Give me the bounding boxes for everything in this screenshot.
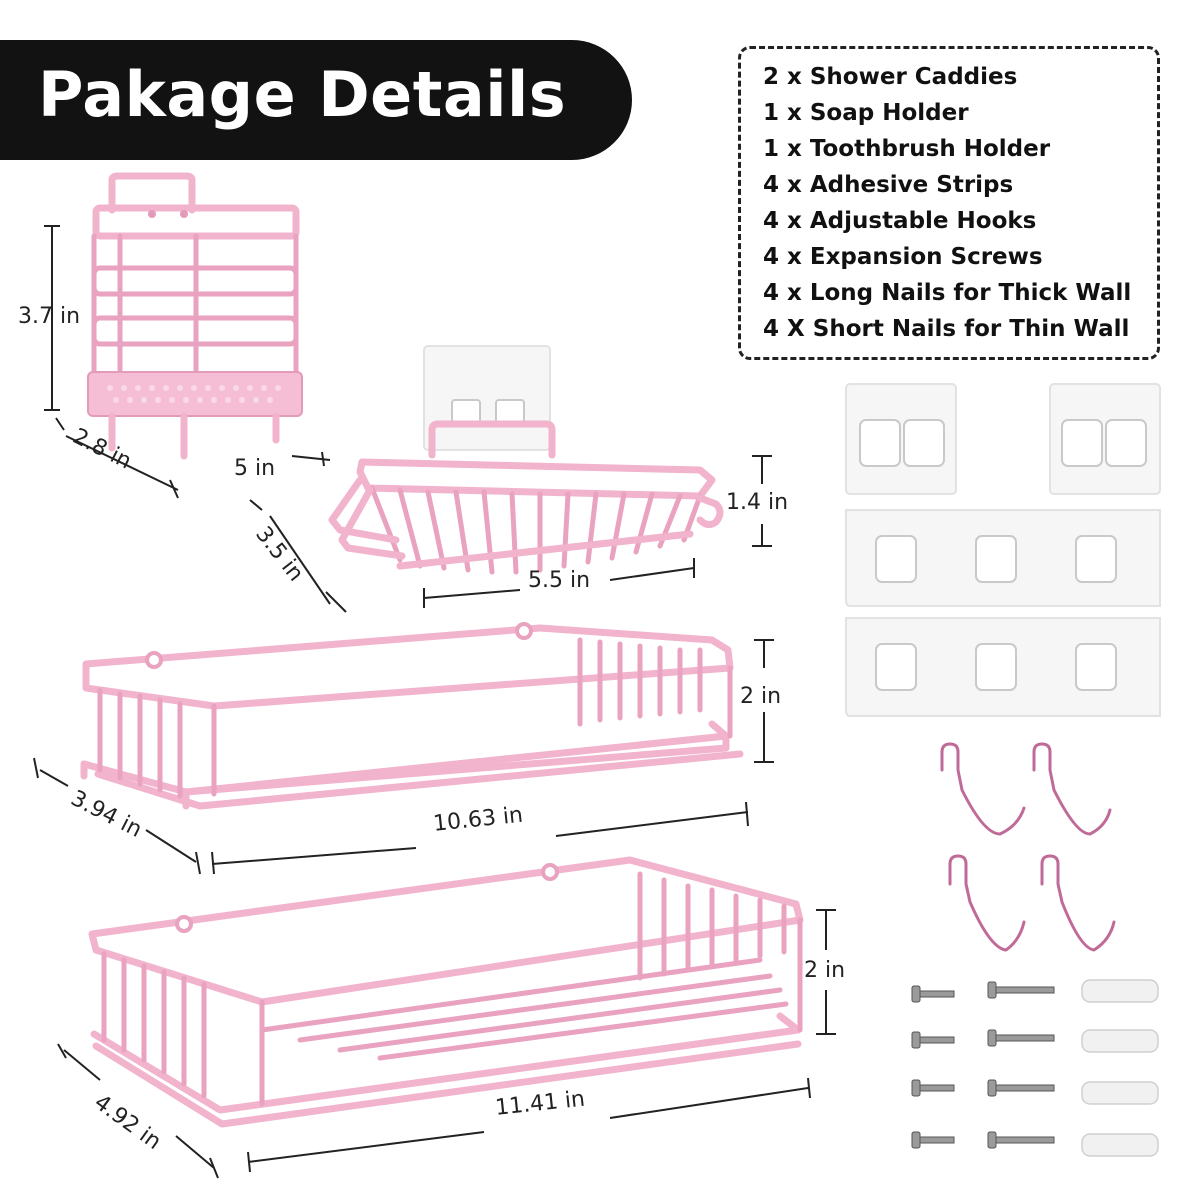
caddy-large-dimension-lines (57, 909, 836, 1179)
title-banner: Pakage Details (0, 40, 632, 160)
toothbrush-dimension-lines (44, 225, 179, 499)
soap-width-label: 5 in (234, 456, 276, 481)
contents-item: 2 x Shower Caddies (763, 64, 1018, 90)
page-title: Pakage Details (38, 58, 567, 131)
soap-dimension-lines (249, 451, 772, 613)
contents-item: 4 x Long Nails for Thick Wall (763, 280, 1132, 306)
adhesive-strips (845, 383, 1161, 717)
toothbrush-holder (87, 172, 303, 460)
contents-item: 1 x Soap Holder (763, 100, 969, 126)
contents-item: 1 x Toothbrush Holder (763, 136, 1051, 162)
adjustable-hooks (940, 742, 1116, 952)
short-nails (911, 985, 955, 1149)
contents-item: 4 x Adjustable Hooks (763, 208, 1037, 234)
contents-item: 4 x Expansion Screws (763, 244, 1043, 270)
soap-length-label: 5.5 in (528, 568, 591, 593)
shower-caddy-small (80, 622, 744, 810)
contents-item: 4 x Adhesive Strips (763, 172, 1014, 198)
soap-holder (328, 345, 724, 575)
screws-and-anchors (911, 979, 1159, 1157)
toothbrush-height-label: 3.7 in (18, 304, 81, 329)
expansion-anchors (1081, 979, 1159, 1157)
long-nails (987, 981, 1055, 1149)
shower-caddy-large (88, 856, 804, 1128)
caddy-small-height-label: 2 in (740, 684, 782, 709)
contents-item: 4 X Short Nails for Thin Wall (763, 316, 1130, 342)
package-contents-box: 2 x Shower Caddies 1 x Soap Holder 1 x T… (738, 46, 1160, 360)
caddy-small-dimension-lines (33, 639, 774, 875)
soap-height-label: 1.4 in (726, 490, 789, 515)
caddy-large-height-label: 2 in (804, 958, 846, 983)
